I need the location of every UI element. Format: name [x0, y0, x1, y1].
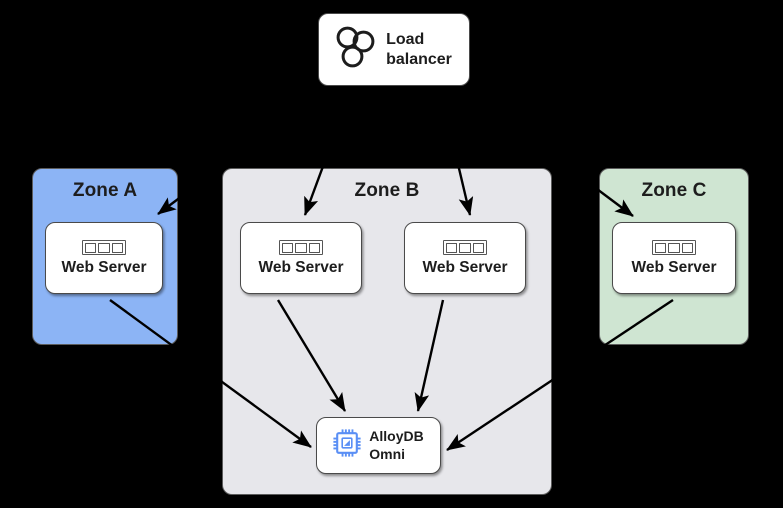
zone-c-title: Zone C [641, 180, 707, 201]
web-server-node-zone-c[interactable]: Web Server [612, 222, 736, 294]
three-circles-icon [336, 26, 376, 73]
web-server-label: Web Server [258, 259, 344, 277]
zone-b-title: Zone B [354, 180, 420, 201]
web-server-label: Web Server [422, 259, 508, 277]
alloydb-omni-node[interactable]: AlloyDB Omni [316, 417, 441, 474]
load-balancer-node[interactable]: Load balancer [318, 13, 470, 86]
web-server-label: Web Server [631, 259, 717, 277]
load-balancer-label: Load balancer [386, 30, 452, 68]
chip-icon [333, 429, 361, 462]
server-rack-icon [279, 240, 323, 256]
web-server-node-zone-a[interactable]: Web Server [45, 222, 163, 294]
web-server-node-zone-b-2[interactable]: Web Server [404, 222, 526, 294]
server-rack-icon [652, 240, 696, 256]
server-rack-icon [443, 240, 487, 256]
server-rack-icon [82, 240, 126, 256]
zone-a-title: Zone A [72, 180, 138, 201]
web-server-node-zone-b-1[interactable]: Web Server [240, 222, 362, 294]
web-server-label: Web Server [61, 259, 147, 277]
alloydb-omni-label: AlloyDB Omni [369, 428, 424, 462]
